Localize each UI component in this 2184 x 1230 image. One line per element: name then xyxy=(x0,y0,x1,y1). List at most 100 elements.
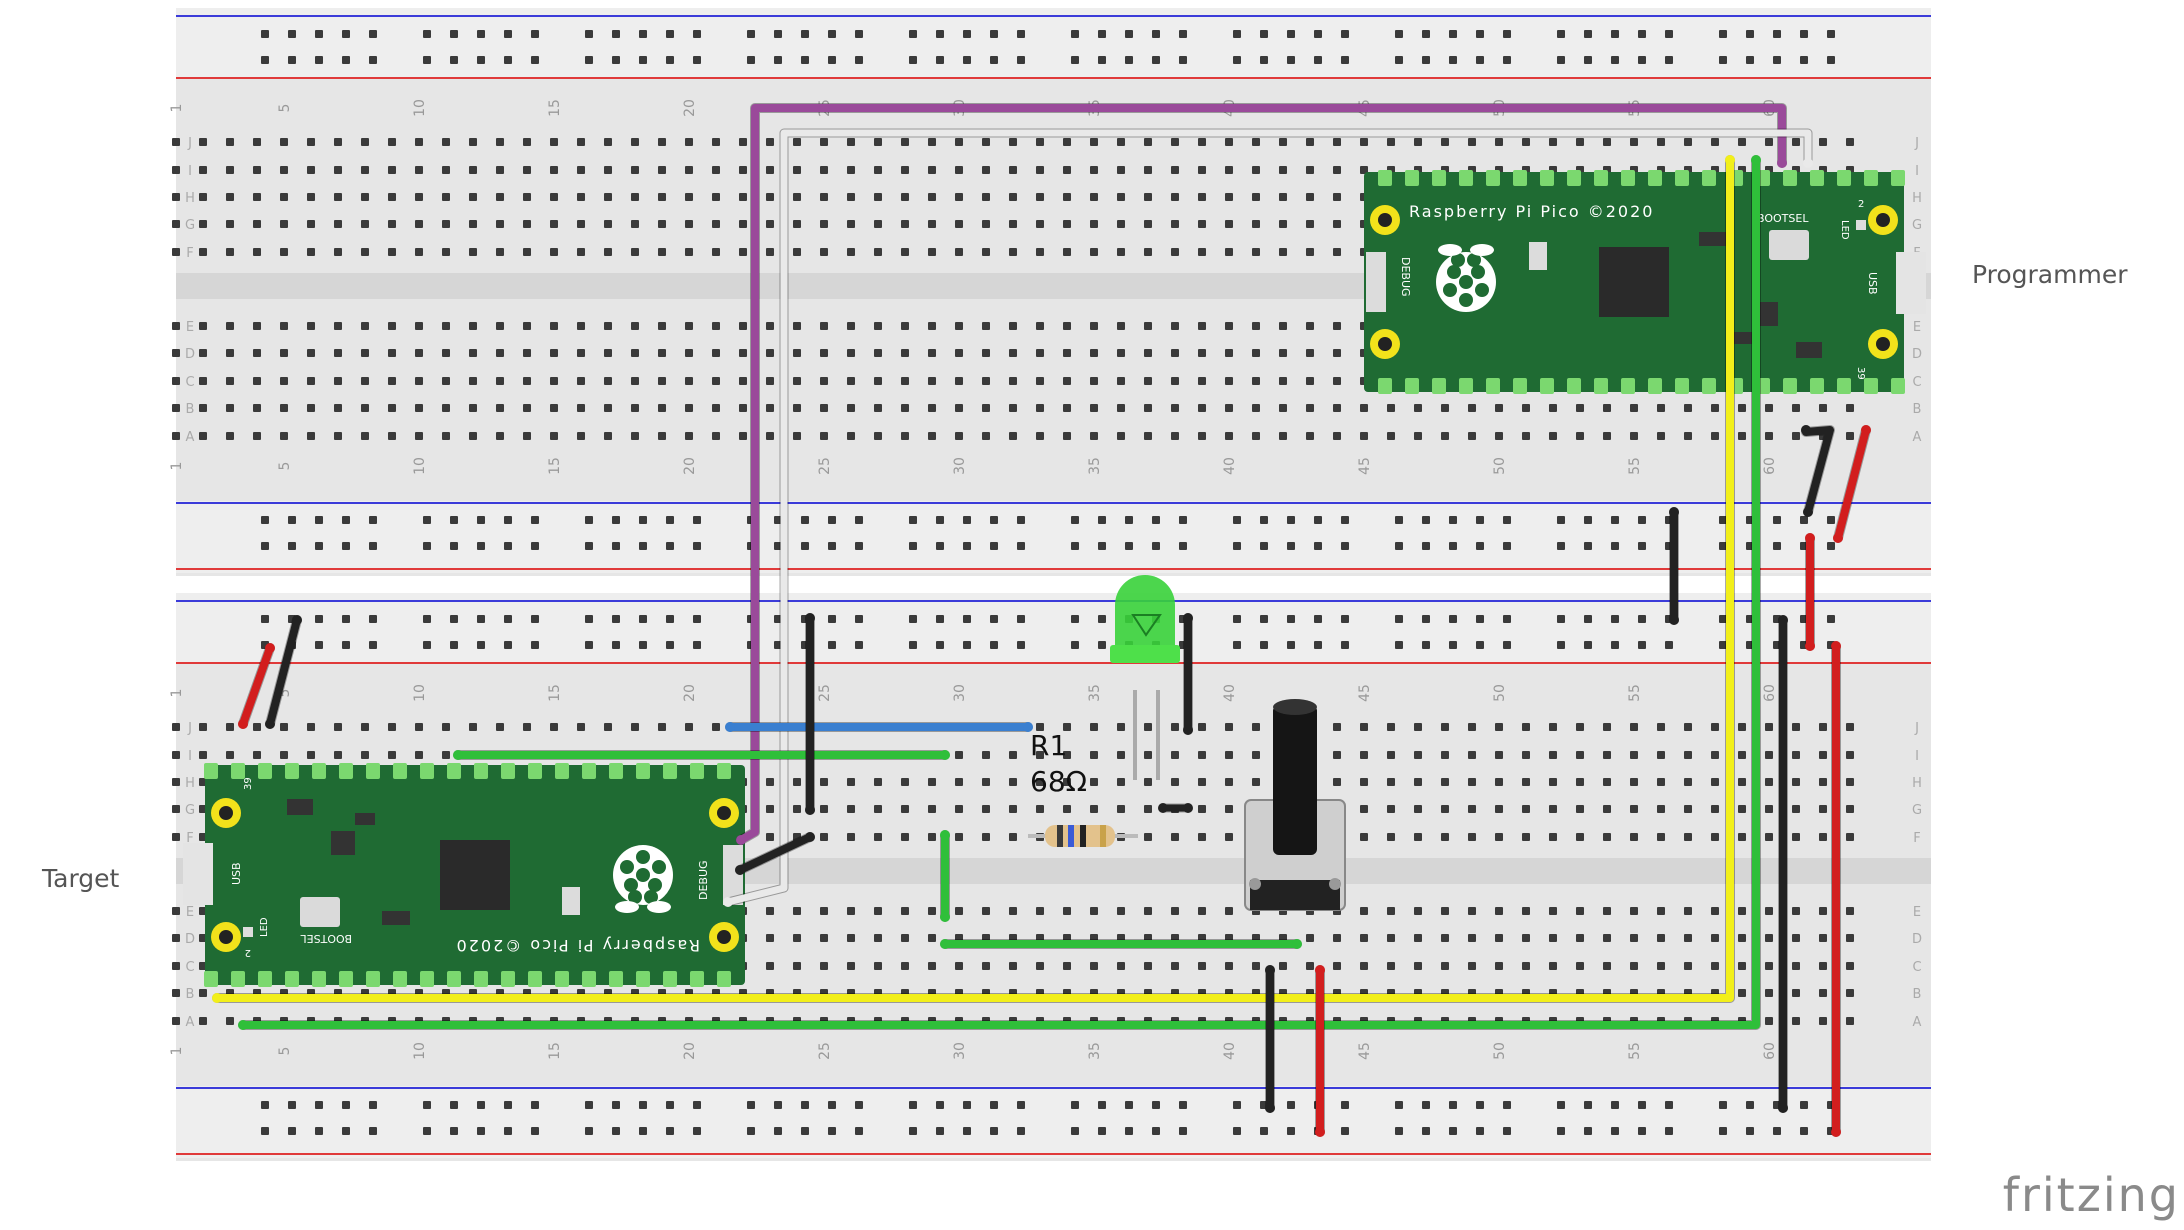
grid-hole xyxy=(1387,404,1395,412)
grid-hole xyxy=(280,166,288,174)
wire-red-end xyxy=(1315,965,1325,975)
rail-hole xyxy=(477,542,485,550)
pico-pin xyxy=(1567,170,1581,186)
grid-hole xyxy=(1117,322,1125,330)
rail-hole xyxy=(1287,30,1295,38)
grid-hole xyxy=(1009,751,1017,759)
column-number: 45 xyxy=(1357,1042,1373,1060)
rail-hole xyxy=(1179,1101,1187,1109)
rail-hole xyxy=(639,1101,647,1109)
grid-hole xyxy=(307,723,315,731)
resistor-band xyxy=(1057,825,1063,847)
grid-hole xyxy=(1063,166,1071,174)
rail-hole xyxy=(315,56,323,64)
rail-hole xyxy=(693,1127,701,1135)
rail-hole xyxy=(369,1127,377,1135)
grid-hole xyxy=(955,377,963,385)
rail-hole xyxy=(1287,56,1295,64)
grid-hole xyxy=(1306,349,1314,357)
power-rail-top xyxy=(176,593,1931,663)
grid-hole xyxy=(253,349,261,357)
rail-hole xyxy=(828,56,836,64)
wire-black-end xyxy=(1803,507,1813,517)
wires xyxy=(212,103,1871,1137)
grid-hole xyxy=(496,166,504,174)
grid-hole xyxy=(1333,934,1341,942)
rail-hole xyxy=(1827,516,1835,524)
wire-black-end xyxy=(265,719,275,729)
grid-hole xyxy=(685,220,693,228)
wire-black-end xyxy=(1265,965,1275,975)
pico-pin xyxy=(1648,378,1662,394)
grid-hole xyxy=(1090,805,1098,813)
grid-hole xyxy=(253,193,261,201)
grid-hole xyxy=(982,833,990,841)
grid-hole xyxy=(1738,907,1746,915)
rail-hole xyxy=(342,1101,350,1109)
wire-green-long-end xyxy=(1751,155,1761,165)
rail-hole xyxy=(1611,516,1619,524)
grid-hole xyxy=(1198,751,1206,759)
grid-hole xyxy=(847,220,855,228)
wire-black-end xyxy=(805,613,815,623)
bootsel-button xyxy=(300,897,340,927)
pico-pin xyxy=(420,763,434,779)
grid-hole xyxy=(1468,138,1476,146)
pico-pin xyxy=(1513,378,1527,394)
grid-hole xyxy=(1063,349,1071,357)
column-number: 50 xyxy=(1492,1042,1508,1060)
grid-hole xyxy=(1117,751,1125,759)
grid-hole xyxy=(793,248,801,256)
grid-hole xyxy=(982,138,990,146)
grid-hole xyxy=(199,193,207,201)
rail-hole xyxy=(693,615,701,623)
grid-hole xyxy=(1549,833,1557,841)
grid-hole xyxy=(1036,322,1044,330)
grid-hole xyxy=(1684,833,1692,841)
rail-hole xyxy=(612,615,620,623)
grid-hole xyxy=(199,989,207,997)
grid-hole xyxy=(1846,723,1854,731)
row-letter: H xyxy=(1912,776,1922,791)
grid-hole xyxy=(415,349,423,357)
grid-hole xyxy=(1684,805,1692,813)
grid-hole xyxy=(1792,778,1800,786)
rail-hole xyxy=(1287,542,1295,550)
logo-berry xyxy=(624,878,638,892)
grid-hole xyxy=(1846,989,1854,997)
rail-hole xyxy=(504,56,512,64)
grid-hole xyxy=(1522,778,1530,786)
grid-hole xyxy=(631,220,639,228)
column-number: 55 xyxy=(1627,684,1643,702)
grid-hole xyxy=(1306,248,1314,256)
grid-hole xyxy=(982,166,990,174)
column-number: 25 xyxy=(817,457,833,475)
wire-red-end xyxy=(1805,533,1815,543)
rail-hole xyxy=(1341,516,1349,524)
grid-hole xyxy=(928,377,936,385)
grid-hole xyxy=(1117,166,1125,174)
grid-hole xyxy=(1441,751,1449,759)
grid-hole xyxy=(1765,907,1773,915)
grid-hole xyxy=(1333,751,1341,759)
grid-hole xyxy=(1144,723,1152,731)
grid-hole xyxy=(874,138,882,146)
row-letter: J xyxy=(187,136,192,151)
rail-hole xyxy=(531,56,539,64)
rail-hole xyxy=(531,1101,539,1109)
grid-hole xyxy=(577,404,585,412)
pico-pin xyxy=(1540,170,1554,186)
grid-hole xyxy=(1036,962,1044,970)
logo-berry xyxy=(620,860,634,874)
grid-hole xyxy=(577,193,585,201)
grid-hole xyxy=(1738,404,1746,412)
grid-hole xyxy=(739,349,747,357)
grid-hole xyxy=(1738,962,1746,970)
grid-hole xyxy=(1009,322,1017,330)
rail-hole xyxy=(1233,56,1241,64)
grid-hole xyxy=(1387,138,1395,146)
rail-hole xyxy=(693,516,701,524)
grid-hole xyxy=(1387,833,1395,841)
grid-hole xyxy=(739,166,747,174)
row-letter: I xyxy=(188,164,192,179)
